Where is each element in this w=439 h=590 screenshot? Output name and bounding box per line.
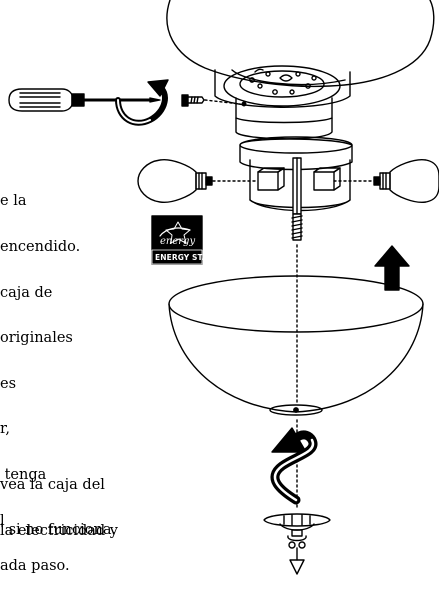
instruction-line: l bbox=[0, 512, 5, 529]
instruction-line: e la bbox=[0, 193, 27, 210]
instruction-text-block-3: ' si no funciona. bbox=[0, 493, 116, 554]
screwdriver-icon bbox=[8, 88, 161, 112]
screw-icon bbox=[181, 94, 205, 107]
instruction-line: tenga bbox=[0, 466, 47, 483]
light-bulb-icon bbox=[373, 158, 439, 204]
energy-star-logo-icon: energy ENERGY STAR bbox=[151, 215, 214, 265]
pull-chain-icon bbox=[263, 513, 331, 575]
instruction-line: es bbox=[0, 375, 17, 392]
instruction-line: ada paso. bbox=[0, 558, 70, 575]
curved-arrow-icon bbox=[115, 79, 169, 126]
glass-bowl-icon bbox=[168, 275, 424, 416]
arrow-up-icon bbox=[374, 245, 410, 291]
instruction-line: vea la caja del bbox=[0, 477, 105, 494]
instruction-line: originales bbox=[0, 330, 73, 347]
instruction-line: la electricidad y bbox=[0, 523, 118, 539]
instruction-line: r, bbox=[0, 421, 10, 438]
energy-star-script-text: energy bbox=[160, 236, 195, 247]
instruction-text-block-1: e la encendido. caja de originales es r,… bbox=[0, 164, 80, 590]
light-bulb-icon bbox=[137, 158, 213, 204]
instruction-line: ' si no funciona. bbox=[0, 522, 117, 539]
fan-housing bbox=[166, 0, 435, 140]
instruction-line: caja de bbox=[0, 284, 53, 301]
instruction-line: encendido. bbox=[0, 239, 81, 255]
threaded-rod bbox=[291, 213, 303, 241]
instruction-text-block-2: vea la caja del la electricidad y bbox=[0, 448, 118, 554]
curved-arrow-icon bbox=[270, 427, 318, 505]
guide-lines bbox=[204, 99, 379, 511]
energy-star-label: ENERGY STAR bbox=[155, 253, 214, 262]
socket-plate bbox=[239, 136, 353, 215]
